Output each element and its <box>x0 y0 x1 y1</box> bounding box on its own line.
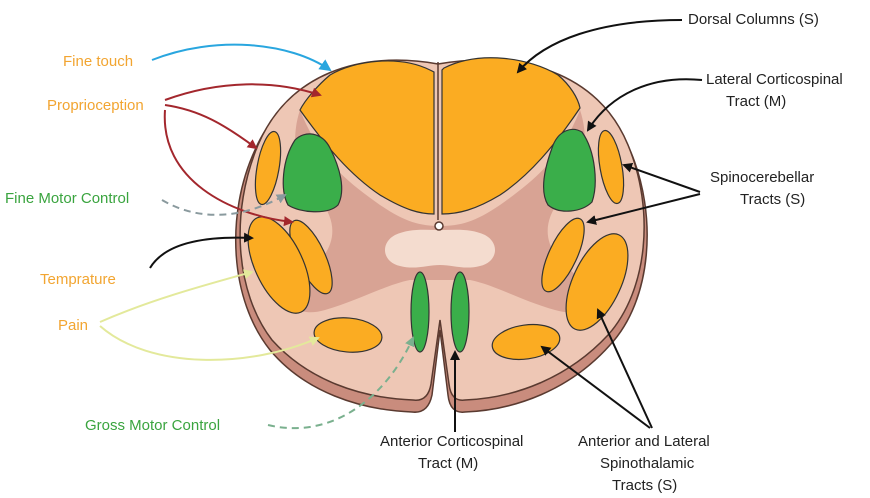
label-temperature: Temprature <box>40 271 116 288</box>
label-spinocerebellar-line2: Tracts (S) <box>740 191 805 208</box>
label-pain: Pain <box>58 317 88 334</box>
label-fine-touch: Fine touch <box>63 53 133 70</box>
label-proprioception: Proprioception <box>47 97 144 114</box>
label-spinocerebellar-line1: Spinocerebellar <box>710 169 814 186</box>
proprioception-arrow-outer <box>165 105 256 148</box>
right-labels: Dorsal Columns (S) Lateral Corticospinal… <box>688 11 843 208</box>
label-spinothalamic-line2: Spinothalamic <box>600 455 695 472</box>
pain-arrow-lateral <box>100 272 252 322</box>
label-spinothalamic-line3: Tracts (S) <box>612 477 677 494</box>
anterior-corticospinal-right <box>451 272 469 352</box>
label-lateral-corticospinal-line2: Tract (M) <box>726 93 786 110</box>
dorsal-columns-arrow <box>518 20 682 72</box>
bottom-labels: Anterior Corticospinal Tract (M) Anterio… <box>380 433 710 494</box>
label-gross-motor-control: Gross Motor Control <box>85 417 220 434</box>
anterior-corticospinal-left <box>411 272 429 352</box>
central-grey <box>385 230 495 268</box>
fine-touch-arrow <box>152 45 330 70</box>
label-spinothalamic-line1: Anterior and Lateral <box>578 433 710 450</box>
label-lateral-corticospinal-line1: Lateral Corticospinal <box>706 71 843 88</box>
label-anterior-corticospinal-line1: Anterior Corticospinal <box>380 433 523 450</box>
label-dorsal-columns: Dorsal Columns (S) <box>688 11 819 28</box>
label-fine-motor-control: Fine Motor Control <box>5 190 129 207</box>
central-canal <box>435 222 443 230</box>
label-anterior-corticospinal-line2: Tract (M) <box>418 455 478 472</box>
